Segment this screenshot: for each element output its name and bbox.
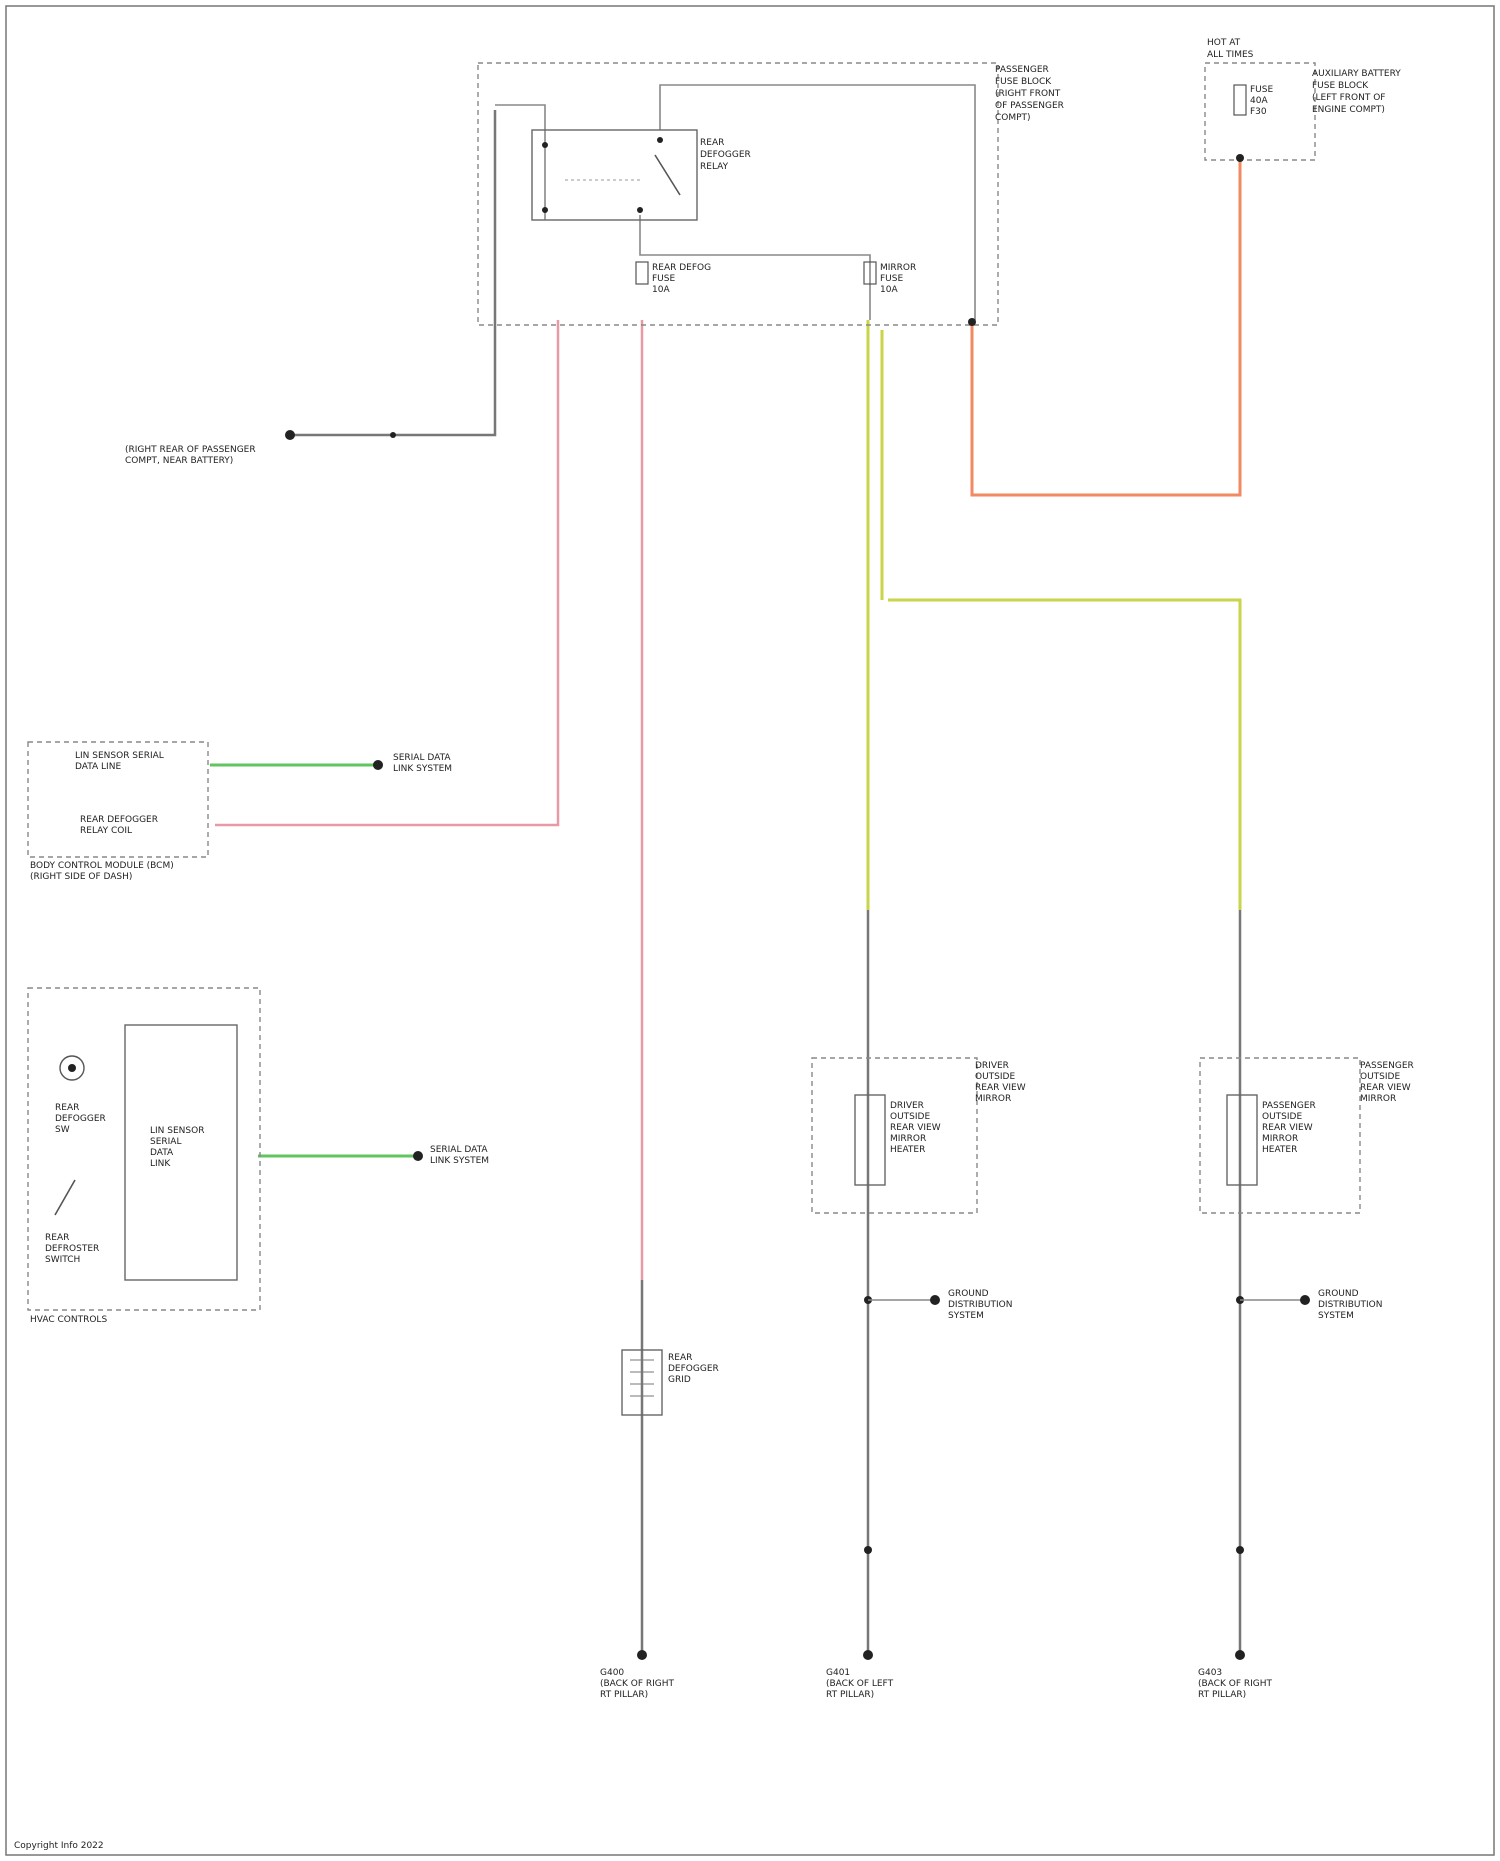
passenger-splice-lower bbox=[1236, 1546, 1244, 1554]
ground-splice-left bbox=[285, 430, 295, 440]
wire-orange bbox=[972, 160, 1240, 495]
rear-defog-fuse-symbol bbox=[636, 262, 648, 284]
relay-pin-1 bbox=[542, 142, 548, 148]
relay-pin-3 bbox=[637, 207, 643, 213]
relay-switch-contact bbox=[655, 155, 680, 195]
diagram-frame bbox=[6, 6, 1494, 1855]
relay-pin-4 bbox=[657, 137, 663, 143]
fuse-block-splice bbox=[968, 318, 976, 326]
wire-relay-top bbox=[660, 85, 975, 320]
wire-pink-bcm bbox=[215, 320, 558, 825]
passenger-ground-terminal bbox=[1300, 1295, 1310, 1305]
wire-ground-left bbox=[290, 320, 495, 435]
rear-defrost-switch-contact bbox=[55, 1180, 75, 1215]
hvac-lin-module-box bbox=[125, 1025, 237, 1280]
aux-fuse-symbol bbox=[1234, 85, 1246, 115]
ground-passenger-mirror bbox=[1235, 1650, 1245, 1660]
bcm-data-link-terminal bbox=[373, 760, 383, 770]
rear-defogger-sw-led bbox=[68, 1064, 76, 1072]
hvac-controls-label: HVAC CONTROLS bbox=[30, 1315, 107, 1325]
passenger-fuse-block bbox=[478, 63, 998, 325]
aux-fuse-output bbox=[1236, 154, 1244, 162]
passenger-mirror-heater bbox=[1227, 1095, 1257, 1185]
driver-ground-terminal bbox=[930, 1295, 940, 1305]
footer-copyright: Copyright Info 2022 bbox=[14, 1841, 104, 1851]
driver-mirror-heater bbox=[855, 1095, 885, 1185]
ground-rear-defog bbox=[637, 1650, 647, 1660]
bcm-label: BODY CONTROL MODULE (BCM)(RIGHT SIDE OF … bbox=[30, 861, 174, 882]
relay-pin-2 bbox=[542, 207, 548, 213]
wire-yellow-passenger bbox=[888, 600, 1240, 910]
driver-splice-lower bbox=[864, 1546, 872, 1554]
rear-defogger-relay bbox=[532, 130, 697, 220]
ground-splice-node bbox=[390, 432, 396, 438]
hvac-data-link-terminal bbox=[413, 1151, 423, 1161]
ground-driver-mirror bbox=[863, 1650, 873, 1660]
wire-relay-coil-loop bbox=[495, 105, 545, 220]
